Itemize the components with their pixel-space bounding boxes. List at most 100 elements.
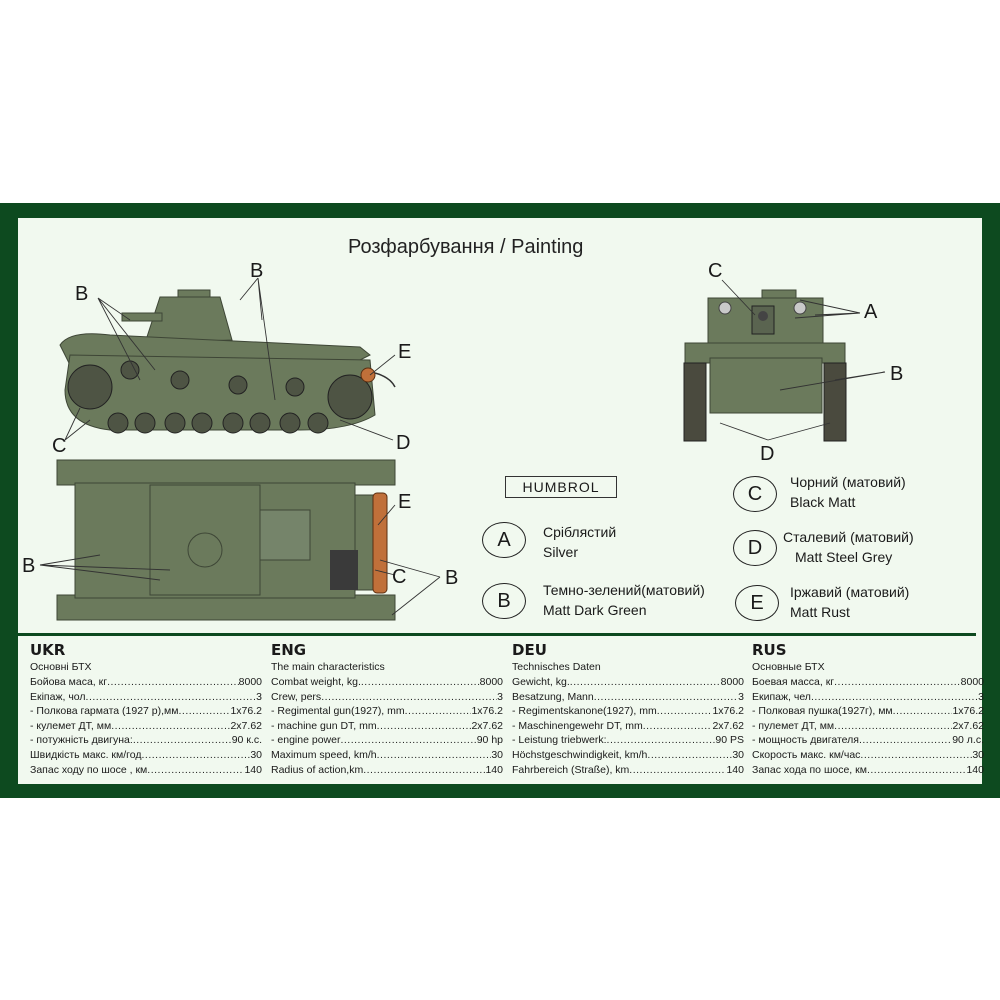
- tank-front-view: [683, 289, 847, 442]
- color-letter-d: D: [733, 530, 777, 566]
- spec-column-rus: RUS Основные БТХ Боевая масса, кг8000Екипа…: [752, 640, 984, 777]
- dot-leader: [340, 733, 476, 748]
- spec-label: Maximum speed, km/h: [271, 748, 377, 761]
- spec-row: - Regimental gun(1927), mm 1x76.2: [271, 704, 503, 719]
- spec-value: 90 hp: [476, 734, 503, 747]
- dot-leader: [405, 704, 472, 719]
- spec-subtitle: Основні БТХ: [30, 661, 92, 673]
- dot-leader: [142, 748, 251, 763]
- dot-leader: [893, 704, 953, 719]
- dot-leader: [834, 675, 961, 690]
- dot-leader: [643, 719, 713, 734]
- spec-value: 2x7.62: [952, 719, 984, 732]
- spec-row: - мощность двигателя90 л.с.: [752, 733, 984, 748]
- callout-d: D: [396, 432, 411, 454]
- spec-label: - engine power: [271, 734, 341, 747]
- color-c-ukr: Чорний (матовий): [790, 474, 906, 490]
- dot-leader: [811, 690, 978, 705]
- dot-leader: [860, 748, 972, 763]
- spec-subtitle: Основные БТХ: [752, 661, 825, 673]
- spec-row: Швидкість макс. км/год30: [30, 748, 262, 763]
- spec-value: 3: [978, 690, 984, 703]
- spec-label: Екипаж, чел: [752, 690, 811, 703]
- spec-row: Боевая масса, кг8000: [752, 675, 984, 690]
- dot-leader: [867, 763, 967, 778]
- dot-leader: [361, 675, 480, 690]
- spec-row: Скорость макс. км/час 30: [752, 748, 984, 763]
- spec-label: Екіпаж, чол: [30, 690, 86, 703]
- spec-value: 1x76.2: [712, 705, 744, 718]
- callout-a: A: [864, 301, 878, 323]
- color-a-description: Сріблястий Silver: [543, 522, 616, 562]
- spec-row: - потужність двигуна:90 к.с.: [30, 733, 262, 748]
- tank-top-view: [56, 459, 396, 621]
- dot-leader: [111, 719, 230, 734]
- dot-leader: [363, 763, 485, 778]
- color-e-description: Іржавий (матовий) Matt Rust: [790, 582, 909, 622]
- spec-value: 8000: [479, 676, 503, 688]
- color-e-eng: Matt Rust: [790, 604, 850, 620]
- callout-c: C: [708, 260, 723, 282]
- color-letter-e: E: [735, 585, 779, 621]
- spec-value: 3: [256, 690, 262, 703]
- spec-label: Бойова маса, кг: [30, 676, 108, 688]
- spec-row: Запас хода по шосе, км 140: [752, 763, 984, 778]
- color-d-eng: Matt Steel Grey: [795, 549, 893, 565]
- spec-value: 8000: [238, 676, 262, 688]
- spec-label: Швидкість макс. км/год: [30, 748, 142, 761]
- dot-leader: [607, 733, 716, 748]
- color-letter-b: B: [482, 583, 526, 619]
- spec-value: 3: [497, 690, 503, 703]
- spec-label: - machine gun DT, mm: [271, 719, 377, 732]
- dot-leader: [647, 748, 732, 763]
- spec-value: 2x7.62: [230, 719, 262, 732]
- spec-label: - кулемет ДТ, мм: [30, 719, 112, 732]
- dot-leader: [570, 675, 721, 690]
- humbrol-brand-box: HUMBROL: [505, 476, 617, 498]
- dot-leader: [377, 748, 492, 763]
- color-e-ukr: Іржавий (матовий): [790, 584, 910, 600]
- spec-subtitle: The main characteristics: [271, 661, 385, 673]
- dot-leader: [147, 763, 244, 778]
- spec-value: 2x7.62: [712, 719, 744, 732]
- color-d-description: Сталевий (матовий) Matt Steel Grey: [783, 527, 914, 567]
- color-b-eng: Matt Dark Green: [543, 602, 647, 618]
- dot-leader: [107, 675, 239, 690]
- dot-leader: [834, 719, 952, 734]
- spec-value: 140: [966, 763, 984, 776]
- spec-label: - Leistung triebwerk:: [512, 734, 607, 747]
- dot-leader: [321, 690, 497, 705]
- spec-label: - Regimental gun(1927), mm: [271, 705, 405, 718]
- spec-row: - Regimentskanone(1927), mm 1x76.2: [512, 704, 744, 719]
- spec-value: 30: [972, 748, 984, 761]
- color-c-eng: Black Matt: [790, 494, 856, 510]
- callout-b: B: [445, 567, 459, 589]
- callout-c: C: [392, 566, 407, 588]
- spec-label: Боевая масса, кг: [752, 676, 835, 688]
- spec-row: - machine gun DT, mm 2x7.62: [271, 719, 503, 734]
- callout-b: B: [890, 363, 904, 385]
- spec-label: Скорость макс. км/час: [752, 748, 861, 761]
- spec-row: - Leistung triebwerk: 90 PS: [512, 733, 744, 748]
- dot-leader: [86, 690, 257, 705]
- spec-subtitle: Technisches Daten: [512, 661, 601, 673]
- spec-row: Combat weight, kg.8000: [271, 675, 503, 690]
- spec-label: Fahrbereich (Straße), km: [512, 763, 630, 776]
- page-title: Розфарбування / Painting: [348, 236, 584, 258]
- dot-leader: [657, 704, 713, 719]
- spec-value: 2x7.62: [471, 719, 503, 732]
- color-a-ukr: Сріблястий: [543, 524, 617, 540]
- spec-value: 90 к.с.: [231, 734, 262, 747]
- spec-value: 1x76.2: [952, 705, 984, 718]
- spec-row: - engine power 90 hp: [271, 733, 503, 748]
- spec-language-heading: RUS: [752, 641, 787, 659]
- callout-b: B: [250, 260, 264, 282]
- spec-value: 8000: [720, 676, 744, 688]
- color-b-description: Темно-зелений(матовий) Matt Dark Green: [543, 580, 705, 620]
- spec-value: 30: [491, 748, 503, 761]
- callout-lines: [39, 277, 886, 616]
- spec-value: 1x76.2: [471, 705, 503, 718]
- color-a-eng: Silver: [543, 544, 579, 560]
